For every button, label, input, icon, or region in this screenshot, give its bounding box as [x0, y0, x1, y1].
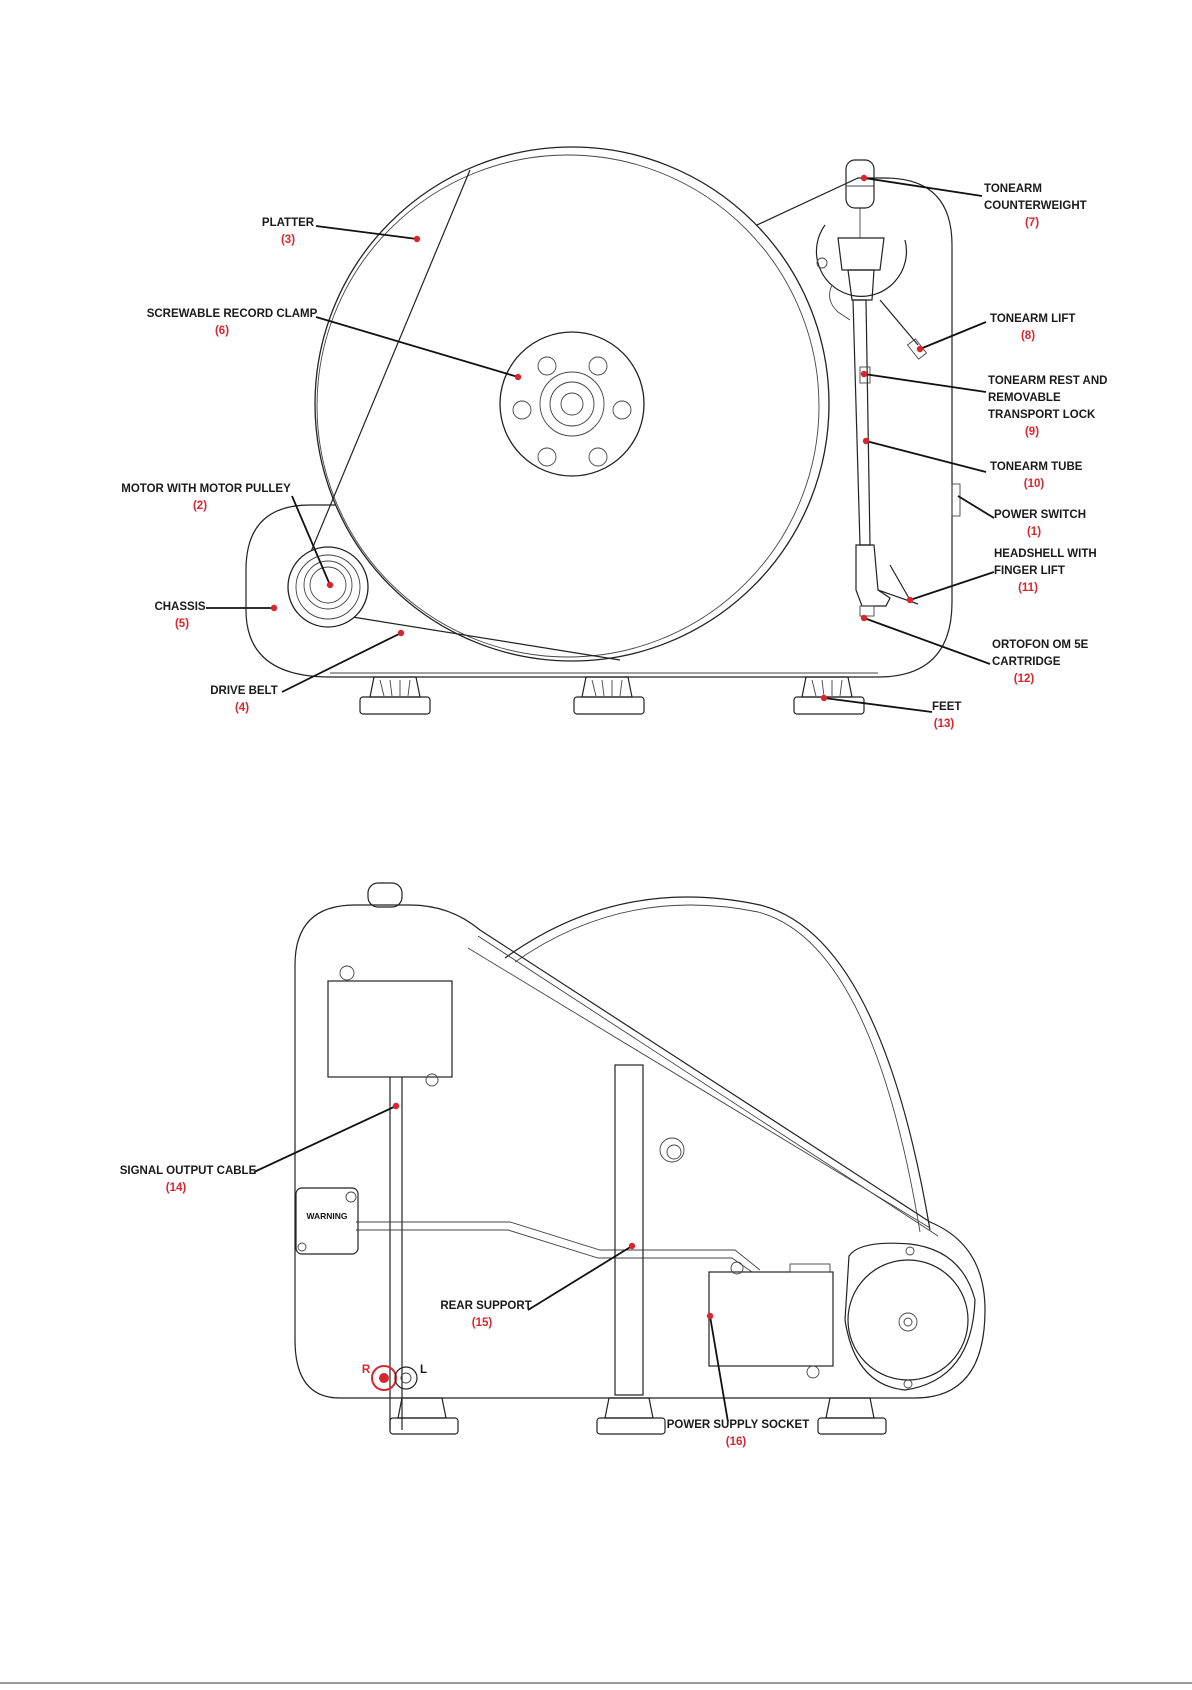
callout-platter-number: (3) — [281, 234, 295, 246]
callout-rear-support: REAR SUPPORT — [440, 1300, 531, 1312]
front-callout-labels: PLATTER (3) SCREWABLE RECORD CLAMP (6) MOTOR… — [121, 183, 1107, 730]
callout-platter: PLATTER — [262, 217, 315, 229]
callout-motor: MOTOR WITH MOTOR PULLEY — [121, 483, 291, 495]
rca-sockets: R L — [362, 1364, 427, 1391]
rear-motor-housing — [844, 1242, 976, 1391]
front-leader-lines — [206, 177, 995, 713]
callout-record-clamp: SCREWABLE RECORD CLAMP — [147, 308, 318, 320]
callout-rear-support-line: REAR SUPPORT — [440, 1300, 531, 1312]
callout-tonearm-rest: TONEARM REST AND REMOVABLE TRANSPORT LOCK — [988, 375, 1107, 421]
rca-right-label: R — [362, 1364, 371, 1376]
callout-tonearm-rest-line: REMOVABLE — [988, 392, 1061, 404]
rear-chassis-outline — [294, 904, 986, 1399]
rear-platter-edge — [504, 896, 931, 1231]
record-clamp-assembly — [499, 331, 645, 477]
rear-groove — [356, 1221, 761, 1273]
rear-upper-housing — [327, 980, 453, 1078]
callout-power-socket-number: (16) — [726, 1436, 747, 1448]
callout-counterweight-number: (7) — [1025, 217, 1039, 229]
rear-counterweight-top — [367, 882, 403, 908]
callout-platter-line: PLATTER — [262, 217, 315, 229]
callout-tonearm-lift: TONEARM LIFT — [990, 313, 1075, 325]
front-view: PLATTER (3) SCREWABLE RECORD CLAMP (6) MOTOR… — [121, 146, 1107, 730]
drive-belt-loop — [304, 169, 621, 661]
callout-headshell-number: (11) — [1018, 582, 1038, 594]
callout-headshell-line: HEADSHELL WITH — [994, 548, 1097, 560]
chassis-outline — [245, 177, 953, 678]
callout-tonearm-rest-number: (9) — [1025, 426, 1039, 438]
power-supply-box — [708, 1261, 834, 1379]
callout-tonearm-lift-number: (8) — [1021, 330, 1035, 342]
rear-callout-labels: SIGNAL OUTPUT CABLE (14) REAR SUPPORT (15) P… — [120, 1165, 810, 1448]
warning-label: WARNING — [306, 1211, 347, 1221]
callout-rear-support-number: (15) — [472, 1317, 493, 1329]
callout-drive-belt-number: (4) — [235, 702, 249, 714]
platter-rim — [316, 154, 820, 658]
callout-headshell-line: FINGER LIFT — [994, 565, 1065, 577]
callout-record-clamp-line: SCREWABLE RECORD CLAMP — [147, 308, 318, 320]
rear-leader-lines — [253, 1105, 729, 1423]
callout-power-switch-number: (1) — [1027, 526, 1041, 538]
rca-left-label: L — [420, 1364, 427, 1376]
callout-cartridge-number: (12) — [1014, 673, 1035, 685]
callout-power-socket: POWER SUPPLY SOCKET — [667, 1419, 810, 1431]
callout-chassis-number: (5) — [175, 618, 189, 630]
callout-chassis-line: CHASSIS — [154, 601, 205, 613]
callout-tonearm-rest-line: TONEARM REST AND — [988, 375, 1107, 387]
callout-signal-cable: SIGNAL OUTPUT CABLE — [120, 1165, 257, 1177]
callout-power-switch: POWER SWITCH — [994, 509, 1086, 521]
signal-cable-line — [389, 1077, 403, 1430]
front-feet — [359, 676, 865, 715]
callout-drive-belt-line: DRIVE BELT — [210, 685, 278, 697]
callout-tonearm-tube-line: TONEARM TUBE — [990, 461, 1083, 473]
callout-counterweight: TONEARM COUNTERWEIGHT — [984, 183, 1087, 212]
callout-tonearm-tube-number: (10) — [1024, 478, 1045, 490]
callout-feet-line: FEET — [932, 701, 961, 713]
callout-feet-number: (13) — [934, 718, 955, 730]
rear-support-pillar — [614, 1064, 644, 1396]
callout-counterweight-line: TONEARM — [984, 183, 1042, 195]
callout-power-socket-line: POWER SUPPLY SOCKET — [667, 1419, 810, 1431]
rear-callout-dots — [392, 1102, 714, 1320]
callout-signal-cable-number: (14) — [166, 1182, 187, 1194]
rear-view: WARNING R L — [120, 882, 986, 1448]
callout-signal-cable-line: SIGNAL OUTPUT CABLE — [120, 1165, 257, 1177]
callout-record-clamp-number: (6) — [215, 325, 229, 337]
callout-tonearm-tube: TONEARM TUBE — [990, 461, 1083, 473]
rear-feet — [389, 1397, 887, 1435]
callout-tonearm-rest-line: TRANSPORT LOCK — [988, 409, 1096, 421]
callout-tonearm-lift-line: TONEARM LIFT — [990, 313, 1075, 325]
tonearm-assembly — [815, 159, 961, 617]
callout-motor-number: (2) — [193, 500, 207, 512]
callout-feet: FEET — [932, 701, 961, 713]
callout-counterweight-line: COUNTERWEIGHT — [984, 200, 1087, 212]
callout-motor-line: MOTOR WITH MOTOR PULLEY — [121, 483, 291, 495]
callout-power-switch-line: POWER SWITCH — [994, 509, 1086, 521]
front-callout-dots — [270, 174, 924, 702]
warning-plate: WARNING — [295, 1187, 359, 1255]
callout-chassis: CHASSIS — [154, 601, 205, 613]
rear-pivot-knob — [659, 1137, 685, 1163]
callout-headshell: HEADSHELL WITH FINGER LIFT — [994, 548, 1097, 577]
callout-cartridge: ORTOFON OM 5E CARTRIDGE — [992, 639, 1089, 668]
callout-cartridge-line: CARTRIDGE — [992, 656, 1061, 668]
callout-drive-belt: DRIVE BELT — [210, 685, 278, 697]
callout-cartridge-line: ORTOFON OM 5E — [992, 639, 1089, 651]
